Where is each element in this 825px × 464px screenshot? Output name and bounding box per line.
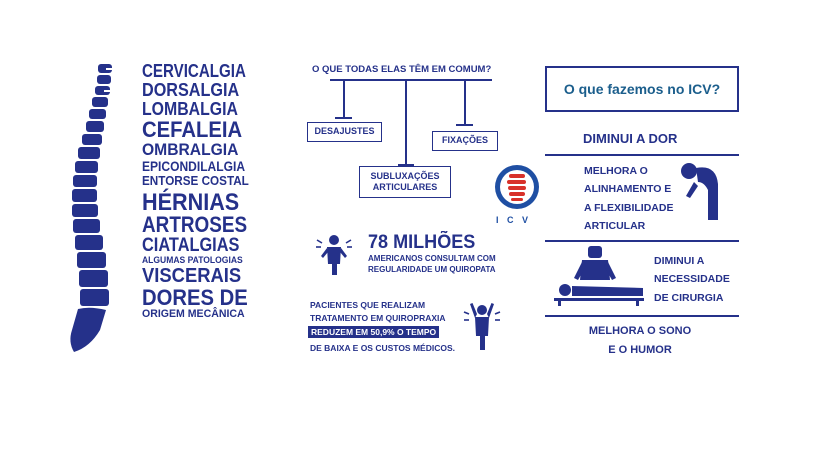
benefit-alignment-line3: A FLEXIBILIDADE	[584, 201, 674, 214]
benefit-sleep-line1: MELHORA O SONO	[588, 325, 692, 337]
condition-entorse-costal: ENTORSE COSTAL	[142, 173, 249, 188]
box-fixacoes: FIXAÇÕES	[432, 131, 498, 151]
box-desajustes: DESAJUSTES	[307, 122, 382, 142]
condition-artroses: ARTROSES	[142, 212, 248, 237]
stat-line1: AMERICANOS CONSULTAM COM	[368, 254, 496, 263]
benefit-alignment-line1: MELHORA O	[584, 165, 648, 177]
condition-ciatalgias: CIATALGIAS	[142, 235, 240, 256]
connector-right-vertical	[464, 80, 466, 125]
patients-line2: TRATAMENTO EM QUIROPRAXIA	[310, 313, 446, 323]
patients-highlight: REDUZEM EM 50,9% O TEMPO	[308, 326, 440, 338]
patients-line1: PACIENTES QUE REALIZAM	[310, 300, 426, 310]
spine-icon	[70, 64, 116, 352]
right-header-box: O que fazemos no ICV?	[545, 66, 739, 112]
person-pain-icon	[316, 235, 352, 275]
condition-dorsalgia: DORSALGIA	[142, 80, 240, 100]
divider-3	[545, 315, 739, 317]
right-header-text: O que fazemos no ICV?	[563, 81, 721, 97]
condition-cervicalgia: CERVICALGIA	[142, 61, 246, 81]
connector-center-vertical	[405, 80, 407, 168]
box-subluxacoes: SUBLUXAÇÕES ARTICULARES	[359, 166, 451, 198]
condition-epicondilalgia: EPICONDILALGIA	[142, 158, 246, 174]
box-subluxacoes-line1: SUBLUXAÇÕES	[370, 170, 440, 181]
divider-1	[545, 154, 739, 156]
benefit-surgery-line2: NECESSIDADE	[654, 273, 730, 286]
connector-main-horizontal	[330, 79, 492, 81]
benefit-sleep: MELHORA O SONO E O HUMOR	[580, 322, 700, 359]
benefit-alignment-line2: ALINHAMENTO E	[584, 183, 672, 196]
stat-number: 78 MILHÕES	[368, 232, 476, 253]
condition-algumas-patologias: ALGUMAS PATOLOGIAS	[142, 255, 243, 265]
benefit-sleep-line2: E O HUMOR	[608, 343, 672, 356]
person-bending-icon	[681, 163, 718, 220]
stat-line2: REGULARIDADE UM QUIROPATA	[368, 265, 496, 274]
connector-center-tick	[398, 164, 414, 166]
condition-ombralgia: OMBRALGIA	[142, 140, 239, 159]
icv-logo-icon	[495, 165, 539, 209]
benefit-alignment: MELHORA O ALINHAMENTO E A FLEXIBILIDADE …	[584, 162, 673, 236]
benefit-surgery: DIMINUI A NECESSIDADE DE CIRURGIA	[654, 252, 730, 307]
condition-list: CERVICALGIA DORSALGIA LOMBALGIA CEFALEIA…	[142, 62, 312, 321]
box-subluxacoes-line2: ARTICULARES	[372, 182, 438, 192]
condition-viscerais: VISCERAIS	[142, 265, 242, 287]
treatment-table-icon	[554, 246, 644, 306]
benefit-alignment-line4: ARTICULAR	[584, 220, 646, 233]
patients-line4: DE BAIXA E OS CUSTOS MÉDICOS.	[310, 343, 455, 353]
connector-left-tick	[335, 117, 352, 119]
condition-hernias: HÉRNIAS	[142, 189, 240, 216]
benefit-surgery-line1: DIMINUI A	[654, 255, 705, 267]
icv-logo-letters: I C V	[496, 215, 532, 225]
connector-left-vertical	[343, 80, 345, 118]
benefit-surgery-line3: DE CIRURGIA	[654, 291, 724, 304]
condition-cefaleia: CEFALEIA	[142, 117, 243, 142]
condition-origem-mecanica: ORIGEM MECÂNICA	[142, 308, 245, 320]
question-heading: O QUE TODAS ELAS TÊM EM COMUM?	[312, 64, 492, 75]
connector-right-tick	[456, 124, 473, 126]
person-celebrating-icon	[463, 303, 501, 350]
benefit-reduces-pain: DIMINUI A DOR	[583, 131, 678, 146]
divider-2	[545, 240, 739, 242]
condition-lombalgia: LOMBALGIA	[142, 99, 238, 119]
condition-dores-de: DORES DE	[142, 285, 248, 310]
